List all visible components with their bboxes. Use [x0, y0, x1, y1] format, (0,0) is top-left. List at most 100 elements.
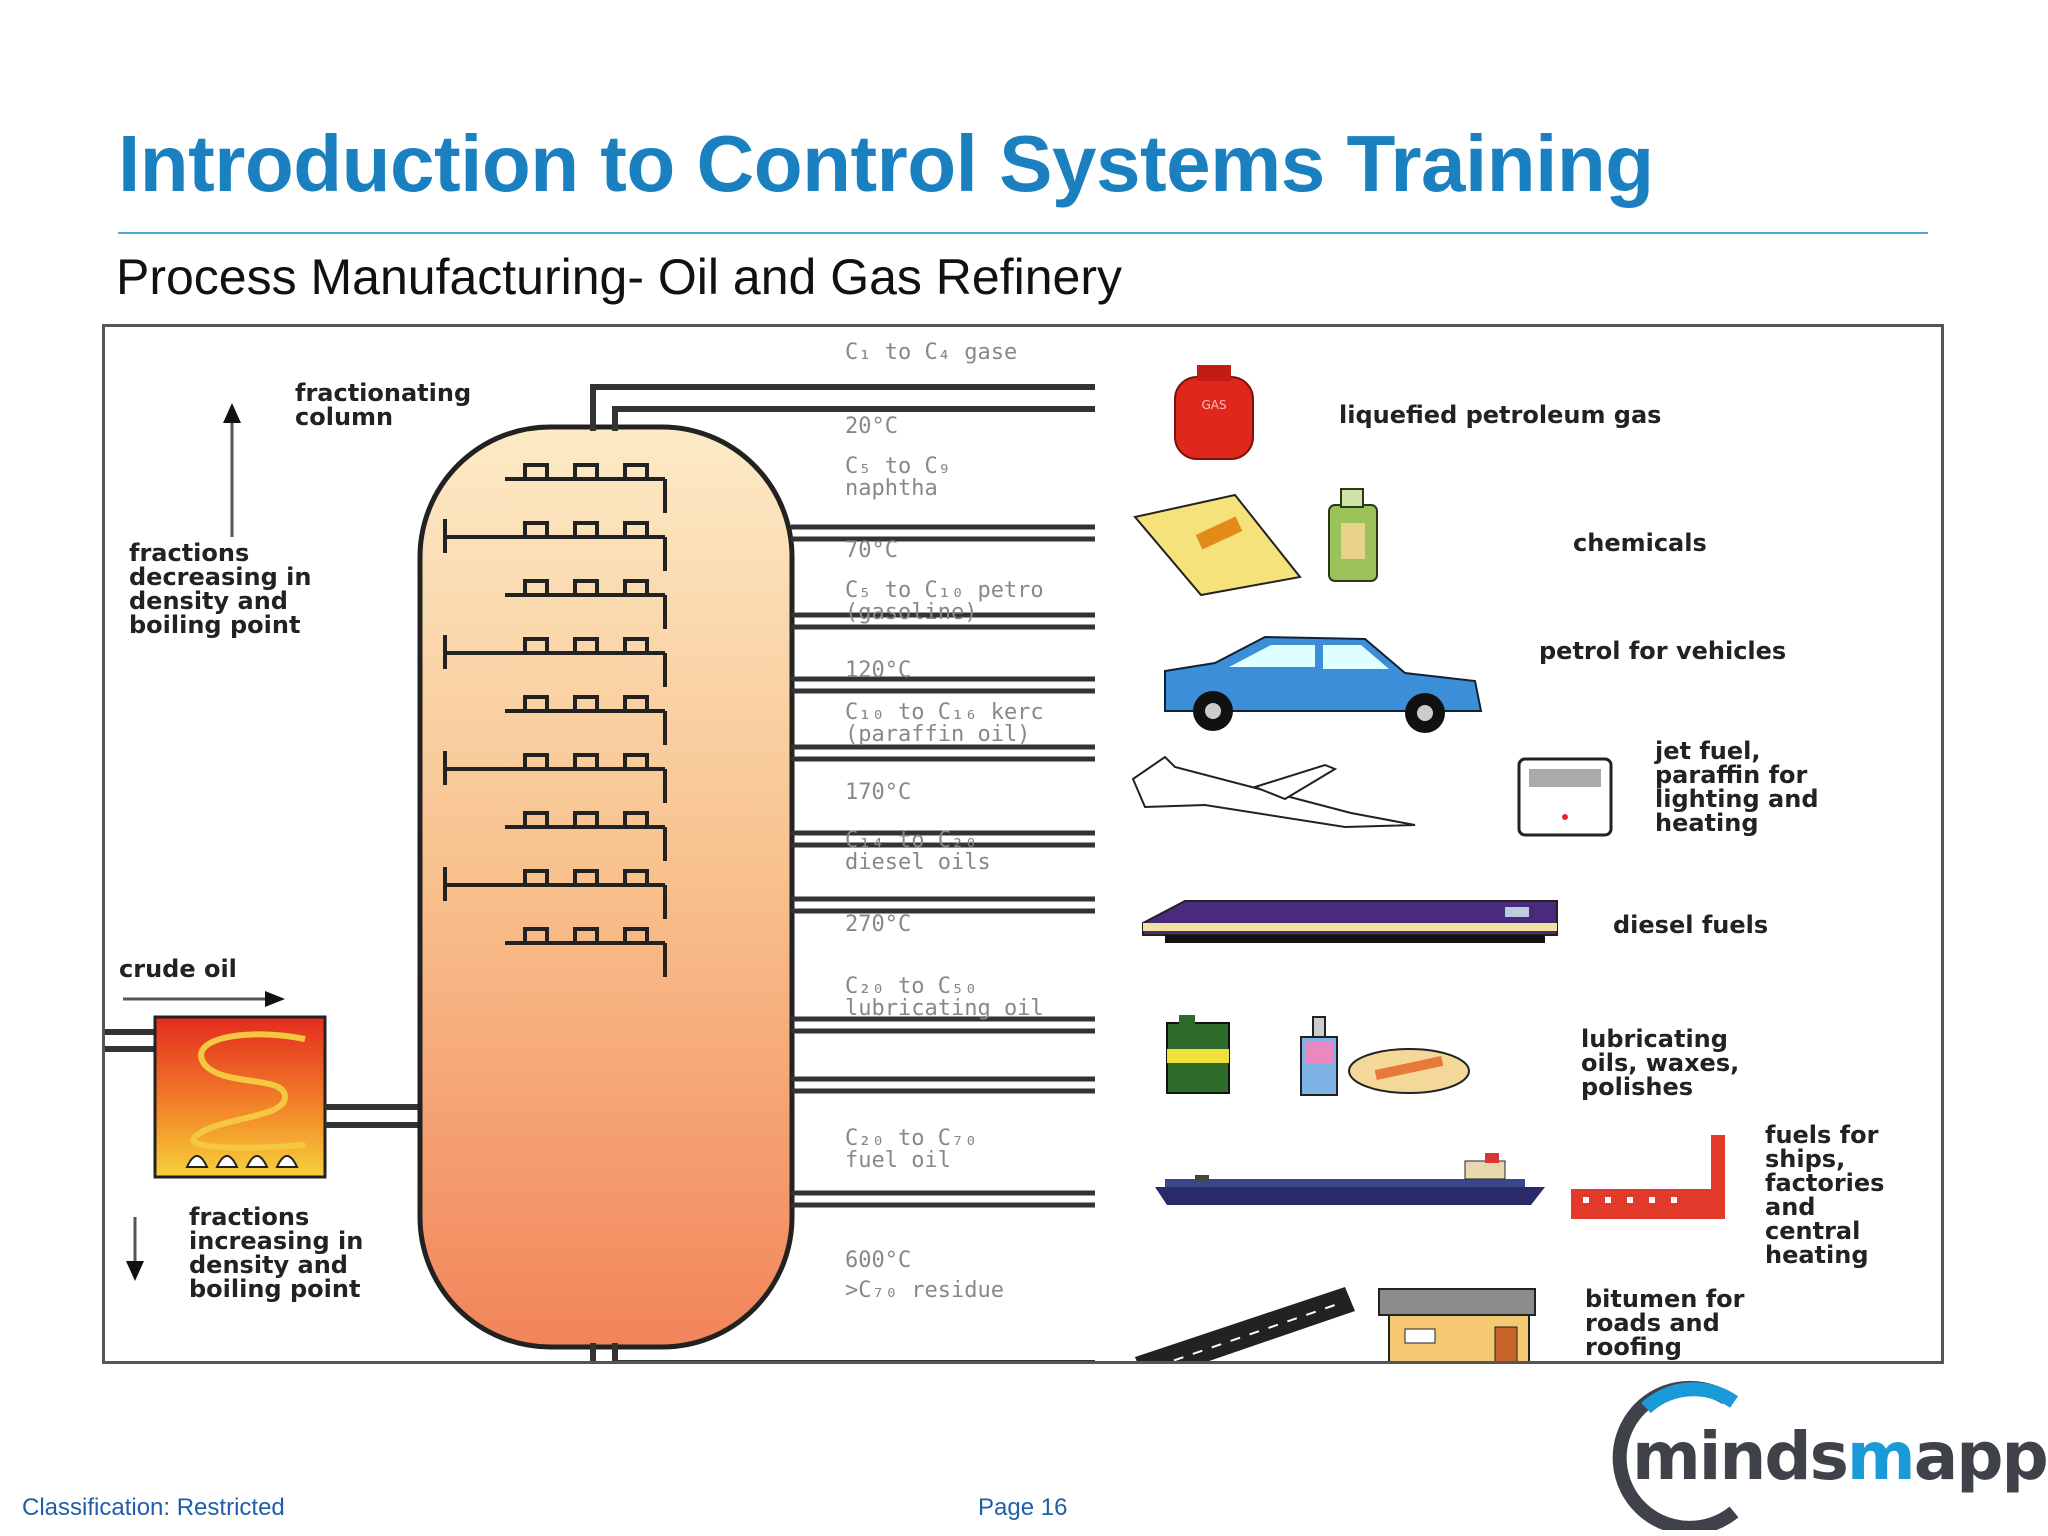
- temperature-label: 20°C: [845, 414, 898, 439]
- fraction-label-line: C₂₀ to C₇₀: [845, 1126, 977, 1151]
- draw-off-pipe: [791, 1076, 1095, 1094]
- gas-bottle-label: GAS: [1201, 398, 1226, 412]
- logo-part: minds: [1632, 1418, 1849, 1495]
- temperature-label: 120°C: [845, 658, 911, 683]
- temperature-label: 70°C: [845, 538, 898, 563]
- up-label-line: decreasing in: [129, 563, 311, 591]
- fraction-label-line: diesel oils: [845, 850, 991, 875]
- refinery-diagram-svg: fractionating column fractions decreasin…: [105, 340, 1884, 1361]
- fraction-label-line: naphtha: [845, 476, 938, 501]
- crude-oil-arrow-icon: [123, 991, 285, 1007]
- down-label: fractions increasing in density and boil…: [189, 1203, 363, 1303]
- up-label-line: boiling point: [129, 611, 300, 639]
- road-icon: [1135, 1287, 1355, 1361]
- column-tray: [443, 519, 667, 571]
- down-label-line: increasing in: [189, 1227, 363, 1255]
- product-label-line: central: [1765, 1217, 1860, 1245]
- fraction-label: C₁ to C₄ gase: [845, 340, 1017, 365]
- slide-title: Introduction to Control Systems Training: [118, 119, 1654, 208]
- fraction-label-line: >C₇₀ residue: [845, 1278, 1004, 1303]
- airplane-icon: [1131, 755, 1416, 829]
- column-tray: [443, 635, 667, 687]
- top-vapour-pipe: [590, 384, 1095, 431]
- column-tray: [505, 463, 667, 513]
- draw-off-pipe: [791, 524, 1095, 542]
- product-label-line: oils, waxes,: [1581, 1049, 1739, 1077]
- fraction-label-line: fuel oil: [845, 1148, 951, 1173]
- logo-ring-icon: [1612, 1380, 1739, 1535]
- product-label-line: paraffin for: [1655, 761, 1808, 789]
- draw-off-pipe: [791, 830, 1095, 848]
- column-tray: [443, 751, 667, 803]
- temperature-label: 170°C: [845, 780, 911, 805]
- fraction-label-line: C₅ to C₉: [845, 454, 951, 479]
- down-label-line: boiling point: [189, 1275, 360, 1303]
- ship-icon: [1155, 1153, 1545, 1205]
- draw-off-pipe: [791, 1190, 1095, 1208]
- factory-icon: [1571, 1135, 1725, 1219]
- fraction-label-line: lubricating oil: [845, 996, 1044, 1021]
- page-number: Page 16: [978, 1494, 1068, 1521]
- product-label-line: polishes: [1581, 1073, 1693, 1101]
- temperature-label: 600°C: [845, 1248, 911, 1273]
- column-label-line: fractionating: [295, 379, 471, 407]
- train-icon: [1142, 900, 1558, 943]
- classification-label: Classification: Restricted: [22, 1494, 285, 1521]
- product-label-line: heating: [1765, 1241, 1869, 1269]
- fraction-label-line: C₂₀ to C₅₀: [845, 974, 977, 999]
- column-label-line: column: [295, 403, 393, 431]
- oil-can-icon: [1166, 1015, 1230, 1094]
- product-label-line: roofing: [1585, 1333, 1682, 1361]
- product-label-line: ships,: [1765, 1145, 1845, 1173]
- polish-tin-icon: [1348, 1048, 1470, 1094]
- product-label-line: roads and: [1585, 1309, 1720, 1337]
- fraction-label: C₁₀ to C₁₆ kerc(paraffin oil): [845, 700, 1044, 747]
- product-label-line: and: [1765, 1193, 1815, 1221]
- fraction-label-line: C₁₀ to C₁₆ kerc: [845, 700, 1044, 725]
- oil-bottle-icon: [1300, 1016, 1338, 1096]
- product-label: liquefied petroleum gas: [1339, 401, 1661, 429]
- product-label-line: bitumen for: [1585, 1285, 1745, 1313]
- column-tray: [505, 579, 667, 629]
- product-label-line: liquefied petroleum gas: [1339, 401, 1661, 429]
- house-icon: [1378, 1288, 1536, 1361]
- product-label-line: jet fuel,: [1654, 737, 1760, 765]
- up-label-line: density and: [129, 587, 288, 615]
- temperature-label: 270°C: [845, 912, 911, 937]
- column-label: fractionating column: [295, 379, 471, 431]
- column-trays: [443, 463, 667, 977]
- car-icon: [1164, 635, 1483, 733]
- crude-oil-label: crude oil: [119, 955, 237, 983]
- product-label: diesel fuels: [1613, 911, 1768, 939]
- down-label-line: fractions: [189, 1203, 309, 1231]
- furnace: [105, 1015, 427, 1179]
- refinery-diagram: fractionating column fractions decreasin…: [102, 324, 1944, 1364]
- product-label-line: petrol for vehicles: [1539, 637, 1786, 665]
- fraction-label-line: C₁ to C₄ gase: [845, 340, 1017, 365]
- product-label-line: chemicals: [1573, 529, 1707, 557]
- down-label-line: density and: [189, 1251, 348, 1279]
- product-label: chemicals: [1573, 529, 1707, 557]
- fraction-label-line: (paraffin oil): [845, 722, 1030, 747]
- product-label: fuels forships,factoriesandcentralheatin…: [1765, 1121, 1884, 1269]
- fraction-label: >C₇₀ residue: [845, 1278, 1004, 1303]
- draw-off-pipe: [791, 896, 1095, 914]
- draw-off-pipe: [791, 744, 1095, 762]
- slide-subtitle: Process Manufacturing- Oil and Gas Refin…: [116, 249, 1122, 305]
- product-label-line: lighting and: [1655, 785, 1819, 813]
- draw-off-pipe: [791, 612, 1095, 630]
- column-tray: [505, 927, 667, 977]
- gas-bottle-icon: GAS: [1174, 365, 1254, 460]
- fraction-label-line: C₅ to C₁₀ petro: [845, 578, 1044, 603]
- fraction-label-line: (gasoline): [845, 600, 977, 625]
- product-label-line: factories: [1765, 1169, 1884, 1197]
- product-label-line: fuels for: [1765, 1121, 1879, 1149]
- product-label-line: lubricating: [1581, 1025, 1728, 1053]
- heater-icon: [1517, 757, 1613, 837]
- fraction-label: C₅ to C₁₀ petro(gasoline): [845, 578, 1044, 625]
- chemical-bag-icon: [1133, 493, 1302, 597]
